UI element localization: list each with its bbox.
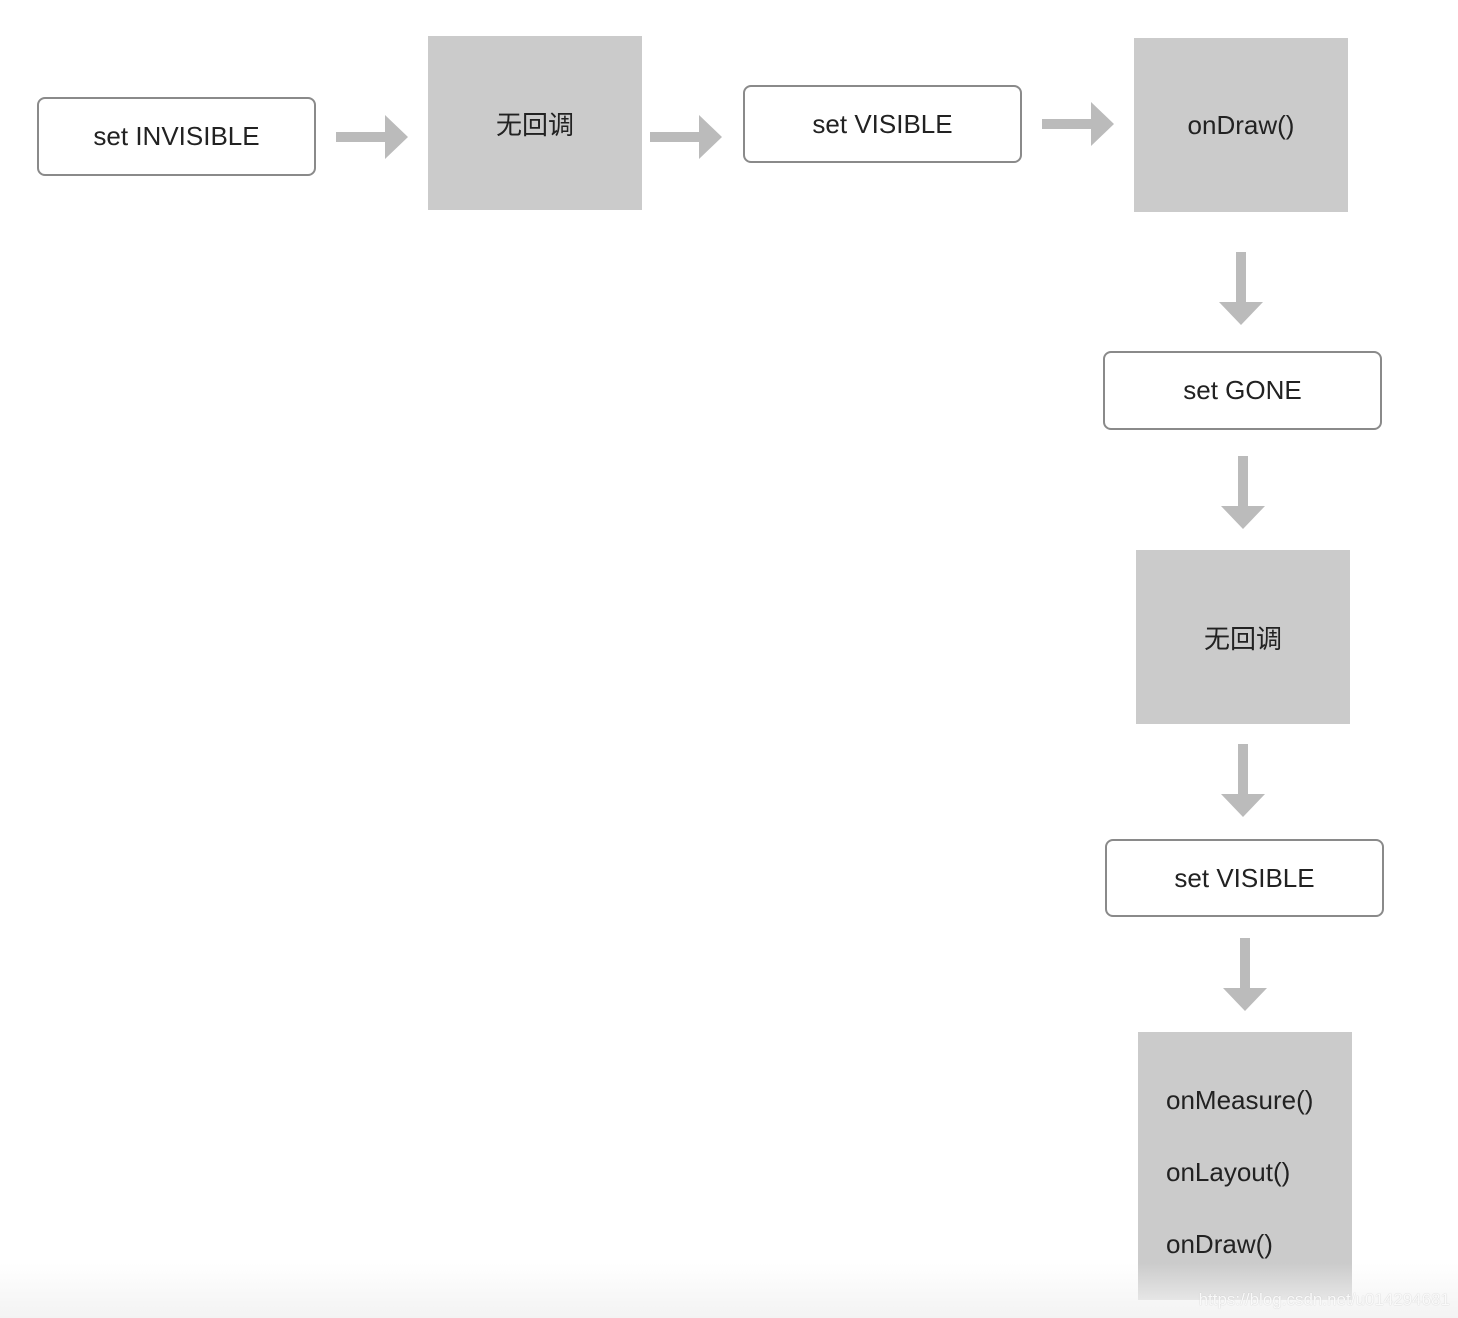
arrow-down-icon (1223, 938, 1267, 1011)
arrow-right-icon (336, 115, 408, 159)
callback-on-layout: onLayout() (1166, 1157, 1291, 1187)
arrow-down-icon (1221, 456, 1265, 529)
node-label: 无回调 (495, 109, 574, 140)
node-label: set VISIBLE (812, 108, 953, 139)
node-on-draw-1: onDraw() (1134, 38, 1348, 212)
node-label: set GONE (1183, 375, 1302, 405)
callback-on-measure: onMeasure() (1166, 1085, 1314, 1115)
node-label: 无回调 (1203, 623, 1282, 654)
arrow-down-icon (1221, 744, 1265, 817)
watermark: https://blog.csdn.net/u014294681 (1198, 1290, 1450, 1309)
node-label: onDraw() (1187, 109, 1295, 140)
node-final-callbacks: onMeasure() onLayout() onDraw() (1138, 1032, 1352, 1300)
node-no-callback-1: 无回调 (428, 36, 642, 210)
callback-on-draw: onDraw() (1166, 1229, 1273, 1259)
bottom-fade (0, 1263, 1458, 1318)
arrow-down-icon (1219, 252, 1263, 325)
node-label: set VISIBLE (1174, 862, 1315, 893)
node-no-callback-2: 无回调 (1136, 550, 1350, 724)
arrow-right-icon (650, 115, 722, 159)
node-set-visible-1: set VISIBLE (743, 85, 1022, 163)
node-set-gone: set GONE (1103, 351, 1382, 430)
arrow-right-icon (1042, 102, 1114, 146)
node-set-visible-2: set VISIBLE (1105, 839, 1384, 917)
node-set-invisible: set INVISIBLE (37, 97, 316, 176)
node-label: set INVISIBLE (93, 121, 260, 151)
